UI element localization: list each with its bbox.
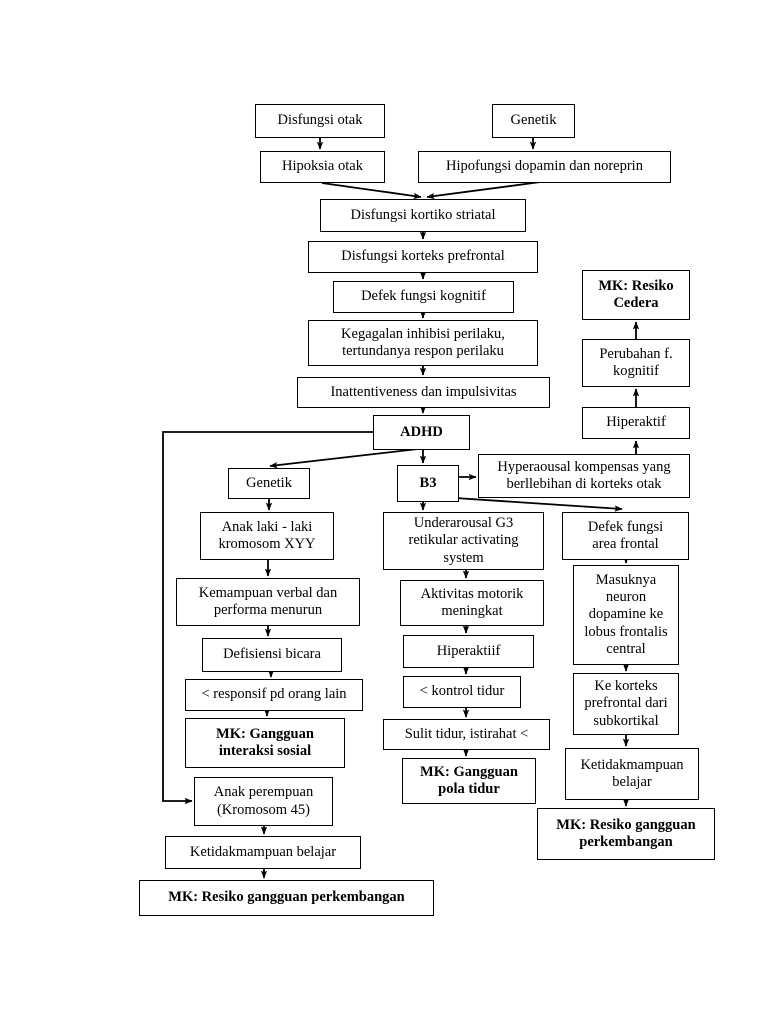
node-kontrol_tidur: < kontrol tidur <box>403 676 521 708</box>
node-underarousal: Underarousal G3 retikular activating sys… <box>383 512 544 570</box>
edge-hipofungsi-to-kortiko <box>426 180 549 200</box>
node-adhd: ADHD <box>373 415 470 450</box>
node-korteks_prefrontal: Disfungsi korteks prefrontal <box>308 241 538 273</box>
node-anak_perempuan: Anak perempuan (Kromosom 45) <box>194 777 333 826</box>
node-ketidakmampuan_l: Ketidakmampuan belajar <box>165 836 361 869</box>
node-hiperaktif: Hiperaktif <box>582 407 690 439</box>
node-anak_laki: Anak laki - laki kromosom XYY <box>200 512 334 560</box>
node-kemampuan_verbal: Kemampuan verbal dan performa menurun <box>176 578 360 626</box>
node-disfungsi_otak: Disfungsi otak <box>255 104 385 138</box>
node-kegagalan_inhibisi: Kegagalan inhibisi perilaku, tertundanya… <box>308 320 538 366</box>
node-aktivitas_motorik: Aktivitas motorik meningkat <box>400 580 544 626</box>
edge-hipoksia-to-kortiko <box>321 182 422 200</box>
node-genetik_top: Genetik <box>492 104 575 138</box>
node-masuknya_neuron: Masuknya neuron dopamine ke lobus fronta… <box>573 565 679 665</box>
node-hipoksia_otak: Hipoksia otak <box>260 151 385 183</box>
node-mk_interaksi: MK: Gangguan interaksi sosial <box>185 718 345 768</box>
node-defek_frontal: Defek fungsi area frontal <box>562 512 689 560</box>
edge-adhd-to-anak-perempuan <box>162 431 373 805</box>
node-hyperaousal: Hyperaousal kompensas yang berllebihan d… <box>478 454 690 498</box>
node-inattentiveness: Inattentiveness dan impulsivitas <box>297 377 550 408</box>
node-defisiensi_bicara: Defisiensi bicara <box>202 638 342 672</box>
node-genetik_low: Genetik <box>228 468 310 499</box>
node-perubahan_kognitif: Perubahan f. kognitif <box>582 339 690 387</box>
node-defek_kognitif: Defek fungsi kognitif <box>333 281 514 313</box>
node-hiperaktiif: Hiperaktiif <box>403 635 534 668</box>
node-mk_resiko_r: MK: Resiko gangguan perkembangan <box>537 808 715 860</box>
node-ketidakmampuan_r: Ketidakmampuan belajar <box>565 748 699 800</box>
node-mk_resiko_cedera: MK: Resiko Cedera <box>582 270 690 320</box>
edge-b3-to-defek-frontal <box>439 496 623 512</box>
node-hipofungsi: Hipofungsi dopamin dan noreprin <box>418 151 671 183</box>
node-ke_korteks: Ke korteks prefrontal dari subkortikal <box>573 673 679 735</box>
node-responsif: < responsif pd orang lain <box>185 679 363 711</box>
node-mk_resiko_l: MK: Resiko gangguan perkembangan <box>139 880 434 916</box>
node-b3: B3 <box>397 465 459 502</box>
node-mk_pola_tidur: MK: Gangguan pola tidur <box>402 758 536 804</box>
node-sulit_tidur: Sulit tidur, istirahat < <box>383 719 550 750</box>
node-kortiko_striatal: Disfungsi kortiko striatal <box>320 199 526 232</box>
